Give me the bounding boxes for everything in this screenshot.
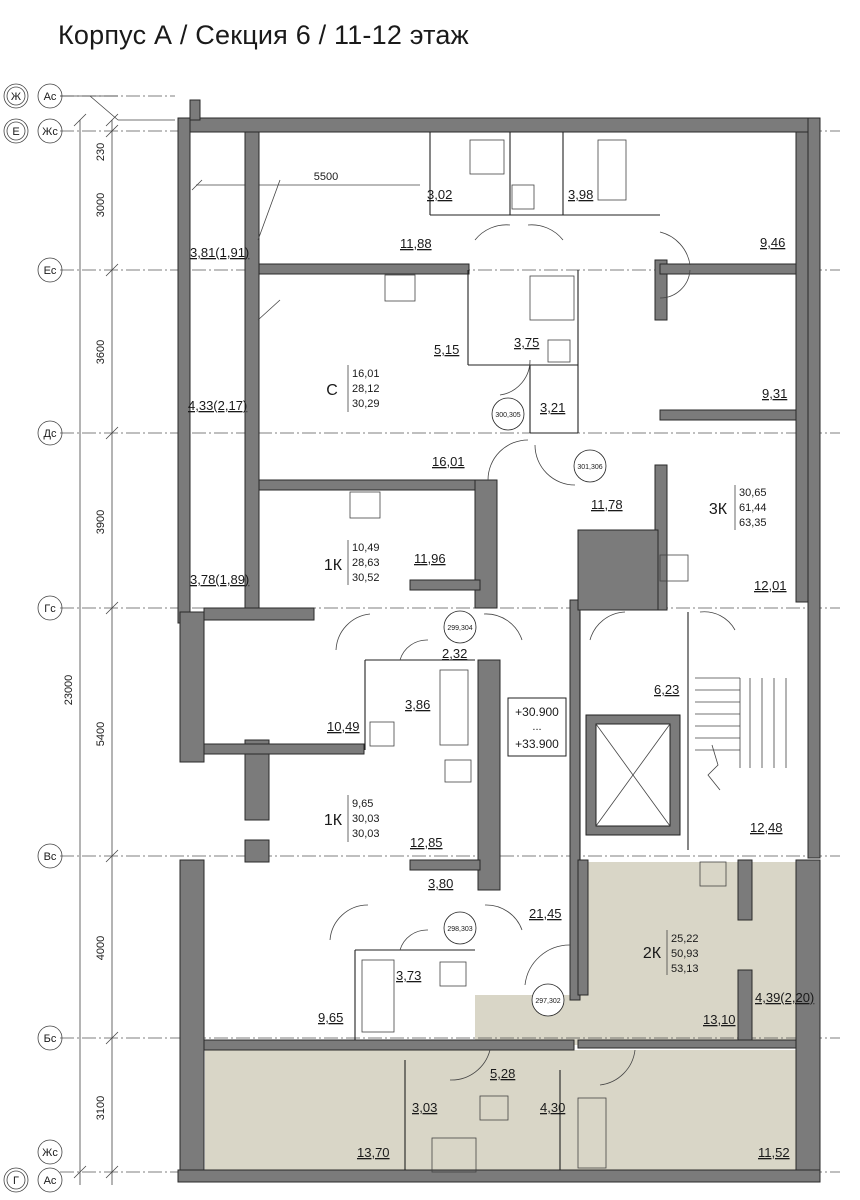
room-area: 12,01 [754, 578, 787, 593]
room-area: 9,31 [762, 386, 787, 401]
partitions [203, 132, 797, 1170]
elevator-shaft [585, 714, 681, 836]
room-area: 3,73 [396, 968, 421, 983]
apartment-type: 3К [709, 501, 728, 518]
axis-label: Жс [42, 126, 58, 138]
dimension-label: 3000 [95, 193, 107, 217]
fixtures [349, 139, 727, 1173]
dimension-horizontal: 5500 [314, 171, 338, 183]
axis-label: Ас [44, 1175, 57, 1187]
door-tag: 297,302 [535, 998, 560, 1005]
axis-label: Ес [44, 265, 57, 277]
walls [177, 99, 821, 1183]
room-area: 4,30 [540, 1100, 565, 1115]
room-area: 13,70 [357, 1145, 390, 1160]
room-area: 4,33(2,17) [188, 398, 247, 413]
room-area: 6,23 [654, 682, 679, 697]
apartment-label-1k-lower[interactable]: 1К 9,65 30,03 30,03 [324, 795, 380, 842]
room-area: 12,48 [750, 820, 783, 835]
axis-label: Вс [44, 851, 57, 863]
dimension-label: 4000 [95, 936, 107, 960]
elevation-low: +30.900 [515, 705, 559, 719]
room-area: 11,96 [414, 551, 446, 566]
apartment-label-studio[interactable]: С 16,01 28,12 30,29 [326, 365, 380, 412]
room-area: 9,65 [318, 1010, 343, 1025]
dimension-chain: 230 3000 3600 3900 5400 4000 3100 23000 … [63, 113, 420, 1185]
apartment-living-area: 10,49 [352, 542, 380, 554]
room-area: 2,32 [442, 646, 467, 661]
apartment-label-3k[interactable]: 3К 30,65 61,44 63,35 [709, 485, 767, 530]
apartment-living-area: 16,01 [352, 368, 380, 380]
room-area: 9,46 [760, 235, 785, 250]
dimension-label: 5400 [95, 722, 107, 746]
room-area: 10,49 [327, 719, 360, 734]
room-area: 3,21 [540, 400, 565, 415]
room-area: 5,28 [490, 1066, 515, 1081]
room-areas: 3,02 3,98 11,88 9,46 3,81(1,91) 5,15 3,7… [188, 187, 814, 1160]
room-area: 3,03 [412, 1100, 437, 1115]
apartment-type: 1К [324, 557, 343, 574]
apartment-total-area: 28,63 [352, 557, 380, 569]
room-area: 3,81(1,91) [190, 245, 249, 260]
elevation-sep: ... [532, 721, 541, 733]
page-title: Корпус А / Секция 6 / 11-12 этаж [58, 20, 469, 50]
axis-label: Дс [44, 428, 57, 440]
apartment-type: 2К [643, 945, 662, 962]
apartment-total-area: 30,03 [352, 813, 380, 825]
apartment-total-area: 28,12 [352, 383, 380, 395]
apartment-total-area: 50,93 [671, 948, 699, 960]
apartment-label-2k[interactable]: 2К 25,22 50,93 53,13 [643, 930, 699, 975]
axis-label: Г [13, 1175, 19, 1187]
room-area: 13,10 [703, 1012, 736, 1027]
dimension-label: 3600 [95, 340, 107, 364]
elevation-high: +33.900 [515, 737, 559, 751]
door-tags: 300,305 301,306 299,304 298,303 297,302 [443, 397, 607, 1017]
room-area: 3,75 [514, 335, 539, 350]
apartment-total-with-balcony: 53,13 [671, 963, 699, 975]
room-area: 3,80 [428, 876, 453, 891]
dimension-total: 23000 [63, 675, 75, 706]
room-area: 3,78(1,89) [190, 572, 249, 587]
room-area: 5,15 [434, 342, 459, 357]
door-tag: 300,305 [495, 412, 520, 419]
apartment-total-with-balcony: 30,52 [352, 572, 380, 584]
room-area: 11,78 [591, 497, 623, 512]
apartment-living-area: 30,65 [739, 487, 767, 499]
apartment-total-with-balcony: 30,29 [352, 398, 380, 410]
room-area: 11,88 [400, 236, 432, 251]
room-area: 11,52 [758, 1145, 790, 1160]
doors [257, 179, 736, 1086]
axis-bubbles: Ж Ас Е Жс Ес Дс Гс Вс Бс Жс Г Ас [3, 83, 63, 1193]
elevation-marker: +30.900 ... +33.900 [507, 697, 567, 757]
apartment-type: С [326, 382, 338, 399]
room-area: 3,86 [405, 697, 430, 712]
apartment-living-area: 9,65 [352, 798, 373, 810]
axis-label: Гс [44, 603, 56, 615]
staircase [695, 677, 787, 791]
apartment-total-area: 61,44 [739, 502, 767, 514]
room-area: 16,01 [432, 454, 465, 469]
axis-label: Бс [44, 1033, 57, 1045]
room-area: 3,02 [427, 187, 452, 202]
room-area: 21,45 [529, 906, 562, 921]
apartment-total-with-balcony: 63,35 [739, 517, 767, 529]
door-tag: 301,306 [577, 464, 602, 471]
axis-label: Ас [44, 91, 57, 103]
room-area: 12,85 [410, 835, 443, 850]
axis-label: Жс [42, 1147, 58, 1159]
door-tag: 298,303 [447, 926, 472, 933]
dimension-label: 3100 [95, 1096, 107, 1120]
apartment-type: 1К [324, 812, 343, 829]
dimension-label: 230 [95, 143, 107, 161]
apartment-living-area: 25,22 [671, 933, 699, 945]
apartment-total-with-balcony: 30,03 [352, 828, 380, 840]
apartment-label-1k-upper[interactable]: 1К 10,49 28,63 30,52 [324, 540, 380, 585]
axis-label: Ж [11, 91, 21, 103]
door-tag: 299,304 [447, 625, 472, 632]
dimension-label: 3900 [95, 510, 107, 534]
room-area: 3,98 [568, 187, 593, 202]
room-area: 4,39(2,20) [755, 990, 814, 1005]
axis-label: Е [12, 126, 19, 138]
